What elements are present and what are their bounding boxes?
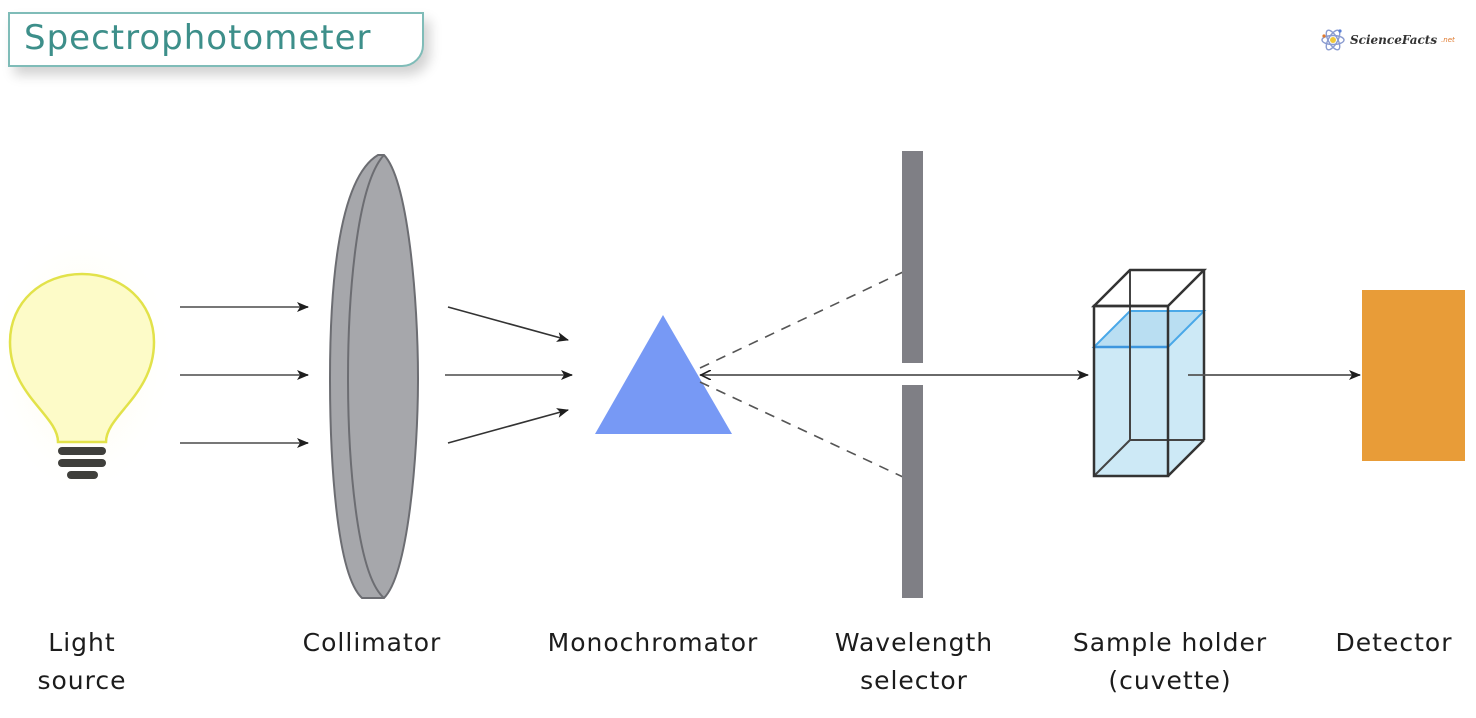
label-line: Detector	[1335, 628, 1453, 657]
logo-suffix: .net	[1441, 36, 1455, 44]
label-line: selector	[860, 666, 968, 695]
dispersed-rays	[699, 271, 904, 478]
label-line: Sample holder	[1072, 628, 1268, 657]
page-title: Spectrophotometer	[24, 18, 372, 58]
label-line: Light	[48, 628, 116, 657]
label-line: Collimator	[302, 628, 442, 657]
light-bulb-icon	[0, 220, 177, 500]
label-sample-holder: Sample holder (cuvette)	[1050, 624, 1290, 700]
label-line: source	[37, 666, 127, 695]
label-wavelength-selector: Wavelength selector	[812, 624, 1016, 700]
label-light-source: Light source	[22, 624, 142, 700]
light-ray-arrow	[447, 306, 569, 342]
logo: ScienceFacts .net	[1320, 28, 1455, 52]
title-box: Spectrophotometer	[8, 12, 424, 67]
detector-icon	[1362, 290, 1465, 461]
logo-text: ScienceFacts	[1350, 33, 1438, 47]
slit-icon	[902, 151, 923, 598]
label-line: Monochromator	[547, 628, 759, 657]
converging-light-rays	[445, 306, 573, 444]
label-detector: Detector	[1318, 624, 1470, 662]
label-line: Wavelength	[834, 628, 994, 657]
lens-icon	[328, 154, 420, 599]
label-collimator: Collimator	[282, 624, 462, 662]
label-monochromator: Monochromator	[520, 624, 786, 662]
label-line: (cuvette)	[1108, 666, 1232, 695]
atom-icon	[1321, 29, 1345, 51]
prism-icon	[595, 315, 732, 434]
light-ray-arrow	[447, 408, 569, 444]
cuvette-icon	[1090, 268, 1208, 478]
incoming-light-rays	[180, 302, 309, 448]
